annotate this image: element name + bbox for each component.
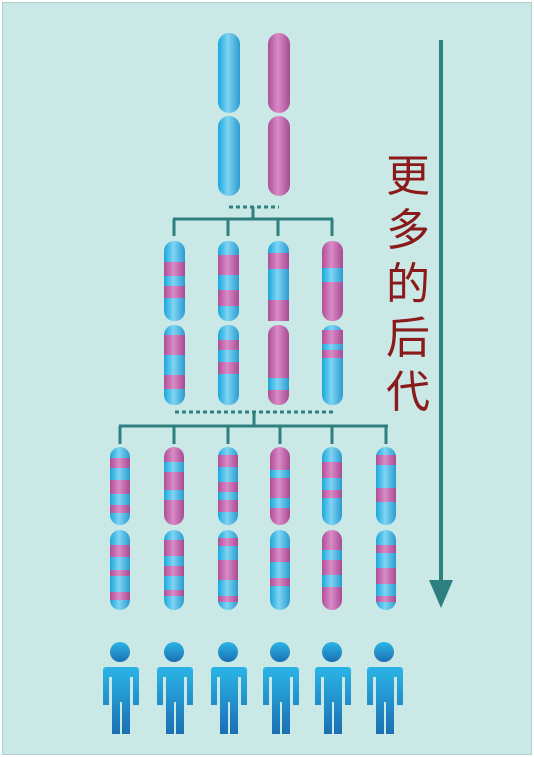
down-arrow-icon (429, 40, 453, 608)
person-icon (157, 642, 193, 734)
connector-generation-1 (172, 205, 334, 236)
person-icon (263, 642, 299, 734)
chromosome-gen3-4 (270, 447, 290, 610)
chromosome-gen3-5 (322, 447, 342, 610)
offspring-people (103, 642, 403, 734)
person-icon (103, 642, 139, 734)
chromosome-gen2-2 (218, 241, 239, 405)
person-icon (211, 642, 247, 734)
chromosome-gen2-4 (322, 241, 343, 405)
chromosome-gen3-3 (218, 447, 238, 610)
label-character: 代 (386, 367, 430, 418)
chromosome-gen3-2 (164, 447, 184, 610)
label-character: 的 (386, 259, 430, 310)
generation-3-chromosomes (110, 447, 396, 610)
chromosome-gen2-1 (164, 241, 185, 405)
person-icon (315, 642, 351, 734)
chromosome-gen2-3 (268, 241, 289, 405)
label-character: 更 (386, 151, 430, 202)
more-offspring-label: 更多的后代 (378, 150, 438, 420)
chromosome-parent-blue (218, 33, 240, 196)
connector-generation-2 (118, 410, 388, 444)
chromosome-gen3-1 (110, 447, 130, 610)
label-character: 多 (386, 205, 430, 256)
person-icon (367, 642, 403, 734)
chromosome-gen3-6 (376, 447, 396, 610)
generation-2-chromosomes (164, 241, 343, 405)
label-character: 后 (386, 313, 430, 364)
chromosome-parent-pink (268, 33, 290, 196)
parent-chromosomes (218, 33, 290, 196)
